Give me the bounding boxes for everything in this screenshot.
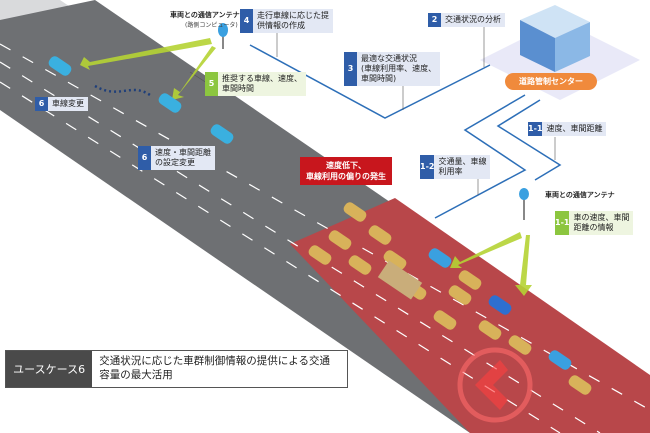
car <box>343 202 367 222</box>
step-number: 3 <box>344 52 357 86</box>
car <box>210 124 234 144</box>
car <box>348 255 372 275</box>
use-case-description: 交通状況に応じた車群制御情報の提供による交通容量の最大活用 <box>92 351 347 387</box>
car <box>508 335 532 355</box>
antenna-top-title: 車両との通信アンテナ <box>170 11 240 19</box>
car <box>48 56 72 76</box>
watermark-logo <box>457 347 533 423</box>
vehicles <box>48 56 592 395</box>
step-2-label: 2 交通状況の分析 <box>428 13 505 27</box>
car <box>368 225 392 245</box>
step-number: 6 <box>138 146 151 170</box>
leader-lines <box>189 25 556 195</box>
step-text: 交通状況の分析 <box>445 15 501 24</box>
car <box>448 285 472 305</box>
car <box>488 295 512 315</box>
signal-arrows <box>80 38 532 296</box>
car <box>433 310 457 330</box>
step-number: 6 <box>35 97 48 111</box>
car <box>158 93 182 113</box>
flow-lines <box>249 44 562 219</box>
step-text: 速度、車間距離 <box>546 124 603 133</box>
step-text: 推奨する車線、速度、 車間時間 <box>222 74 302 93</box>
car <box>428 248 452 268</box>
antenna-icon <box>519 188 529 220</box>
congestion-zone <box>290 198 650 433</box>
step-text: 走行車線に応じた提 供情報の作成 <box>257 11 329 30</box>
car <box>383 250 407 270</box>
step-number: 1-1 <box>528 122 543 136</box>
truck <box>377 260 423 300</box>
car <box>328 230 352 250</box>
step-number: 1-2 <box>420 155 435 179</box>
step-number: 5 <box>205 72 218 96</box>
car <box>548 350 572 370</box>
step-text: 最適な交通状況 (車線利用率、速度、 車間時間) <box>361 54 437 83</box>
antenna-bottom-title: 車両との通信アンテナ <box>545 191 615 199</box>
lane-change-path <box>94 84 151 97</box>
car <box>568 375 592 395</box>
antenna-top-subtitle: (路側コンピュータ) <box>185 22 238 29</box>
step-number: 1-1 <box>555 211 570 235</box>
lane-markings <box>0 43 650 433</box>
antenna-icon <box>218 23 228 49</box>
step-text: 交通量、車線 利用率 <box>438 157 487 176</box>
congestion-alert: 速度低下、 車線利用の偏りの発生 <box>300 157 392 185</box>
step-text: 速度・車間距離 の設定変更 <box>155 148 211 167</box>
car <box>478 320 502 340</box>
use-case-banner: ユースケース6 交通状況に応じた車群制御情報の提供による交通容量の最大活用 <box>5 350 348 388</box>
road-control-center-label: 道路管制センター <box>505 73 597 90</box>
step-text: 車の速度、車間 距離の情報 <box>573 213 630 232</box>
step-6-lane-change-label: 6 車線変更 <box>35 97 88 111</box>
step-text: 車線変更 <box>52 99 84 108</box>
use-case-key: ユースケース6 <box>6 351 93 387</box>
step-number: 2 <box>428 13 441 27</box>
car <box>458 270 482 290</box>
step-number: 4 <box>240 9 253 33</box>
car <box>308 245 332 265</box>
